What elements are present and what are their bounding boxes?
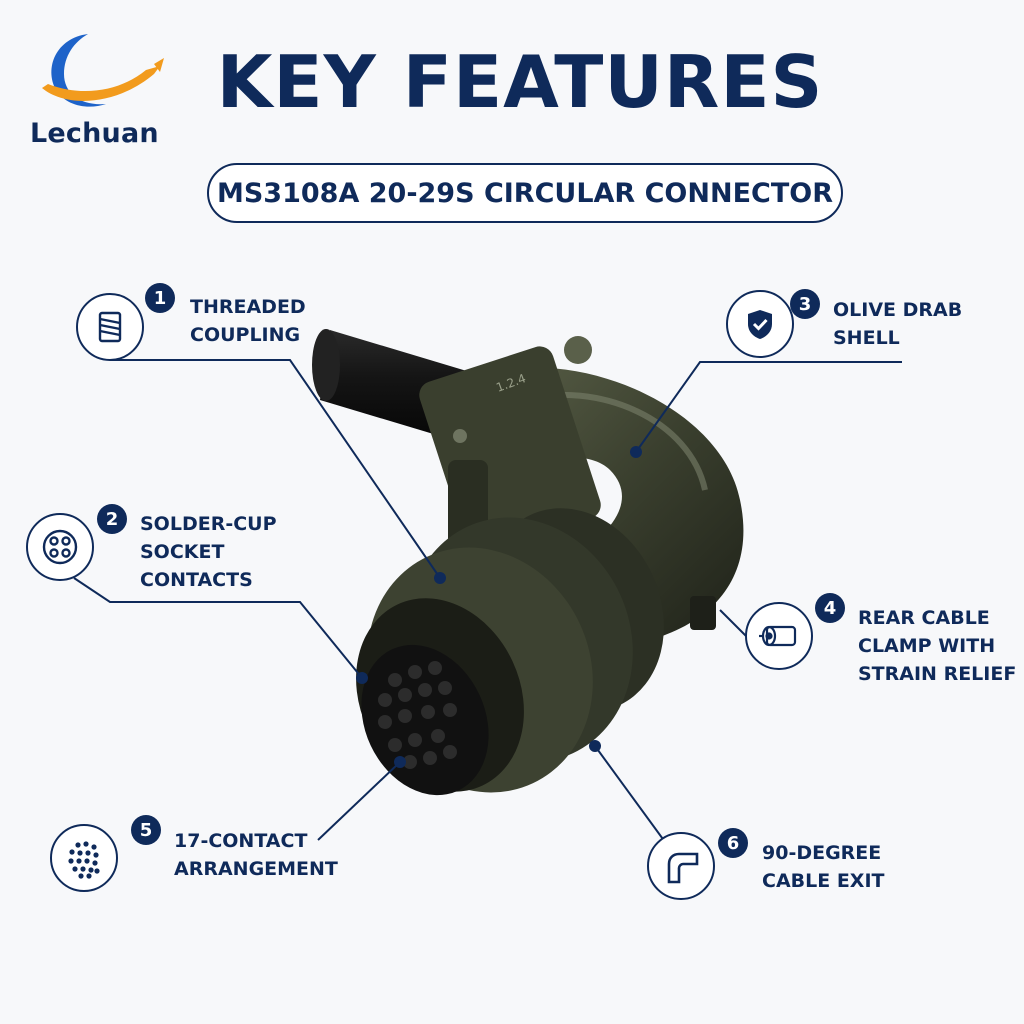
side-clip — [690, 596, 716, 630]
leader-line-5 — [317, 761, 401, 841]
product-subtitle: MS3108A 20-29S CIRCULAR CONNECTOR — [207, 163, 843, 223]
cable-clamp-icon — [745, 602, 813, 670]
socket-contacts-icon — [26, 513, 94, 581]
shield-check-icon — [726, 290, 794, 358]
thread-icon — [76, 293, 144, 361]
leader-line-6 — [594, 745, 669, 847]
page-title: KEY FEATURES — [216, 40, 824, 124]
swoosh-logo-icon — [42, 34, 164, 107]
brand-name: Lechuan — [30, 118, 159, 149]
elbow-icon — [647, 832, 715, 900]
leader-line-2 — [73, 577, 363, 679]
leader-dots — [356, 446, 642, 768]
contact-insert — [361, 644, 489, 796]
feature-number-4: 4 — [815, 593, 845, 623]
feature-number-5: 5 — [131, 815, 161, 845]
leader-line-4 — [719, 609, 747, 637]
feature-number-3: 3 — [790, 289, 820, 319]
feature-number-6: 6 — [718, 828, 748, 858]
feature-number-2: 2 — [97, 504, 127, 534]
leader-line-3 — [635, 361, 902, 453]
leader-line-1 — [110, 359, 441, 579]
feature-number-1: 1 — [145, 283, 175, 313]
brand-logo: Lechuan — [26, 28, 176, 149]
leader-lines — [73, 359, 902, 847]
contact-arrangement-icon — [50, 824, 118, 892]
